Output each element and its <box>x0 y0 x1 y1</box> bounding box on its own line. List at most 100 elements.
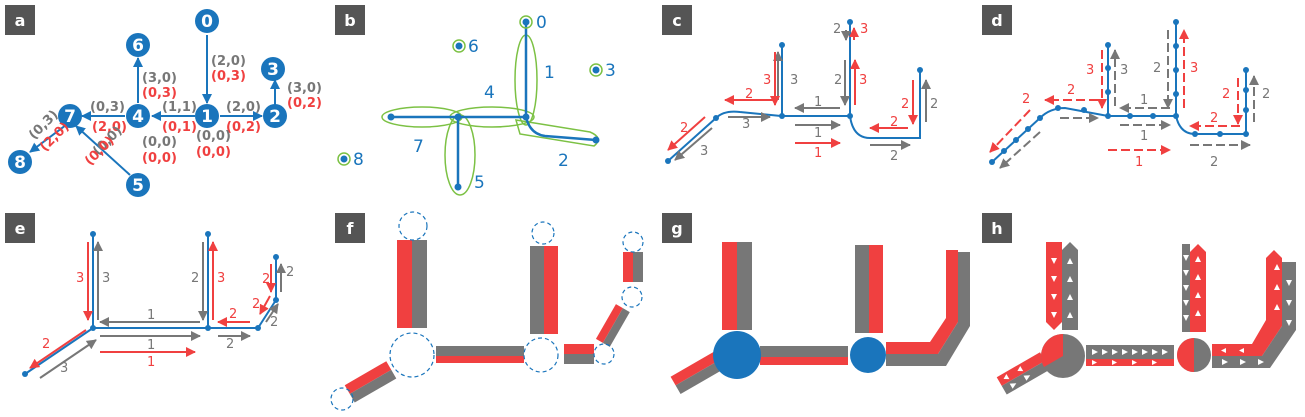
panel-letter-a: a <box>15 11 26 30</box>
group-label-4: 4 <box>484 83 495 103</box>
c-count-3c: 3 <box>790 73 798 88</box>
c-count-3f: 3 <box>860 22 868 37</box>
edge-label-2-3-red: (0,2) <box>287 96 322 111</box>
c-count-2d: 2 <box>833 22 841 37</box>
c-count-3d: 3 <box>763 73 771 88</box>
e-count-3a: 3 <box>60 361 68 376</box>
edge-label-1-self-gray: (0,0) <box>196 129 231 144</box>
c-count-2a: 2 <box>680 121 688 136</box>
group-label-1: 1 <box>544 63 555 83</box>
edge-label-4-5-gray: (0,0) <box>142 135 177 150</box>
node-3 <box>261 57 285 81</box>
node-3-label: 3 <box>267 60 279 80</box>
edge-label-2-3-gray: (3,0) <box>287 81 322 96</box>
e-count-2f: 2 <box>270 315 278 330</box>
panel-e-flows: 2 3 3 3 1 1 1 2 3 2 2 2 2 2 2 <box>22 231 294 379</box>
edge-label-1-self-red: (0,0) <box>196 145 231 160</box>
panel-d-flows: 2 2 3 3 1 1 1 2 3 2 2 2 2 <box>989 19 1270 170</box>
c-count-2g: 2 <box>901 97 909 112</box>
node-5 <box>126 173 150 197</box>
d-count-2f: 2 <box>1222 87 1230 102</box>
c-count-3e: 3 <box>859 73 867 88</box>
node-2-label: 2 <box>269 107 281 127</box>
e-count-1a: 1 <box>147 308 155 323</box>
c-count-2f: 2 <box>890 149 898 164</box>
e-count-2a: 2 <box>42 337 50 352</box>
edge-label-1-4-gray: (1,1) <box>162 100 197 115</box>
d-count-2d: 2 <box>1210 111 1218 126</box>
e-count-1c: 1 <box>147 355 155 370</box>
d-count-2e: 2 <box>1210 155 1218 170</box>
group-label-7: 7 <box>413 137 424 157</box>
panel-letter-g: g <box>671 219 682 238</box>
panel-g-bars <box>670 242 970 395</box>
edge-label-4-6-gray: (3,0) <box>142 71 177 86</box>
panel-letter-e: e <box>15 219 26 238</box>
node-5-label: 5 <box>132 176 144 196</box>
panel-letter-d: d <box>991 11 1002 30</box>
d-count-1b: 1 <box>1140 129 1148 144</box>
d-count-1a: 1 <box>1140 93 1148 108</box>
e-count-2b: 2 <box>191 271 199 286</box>
node-0-label: 0 <box>201 12 213 32</box>
e-count-2g: 2 <box>262 272 270 287</box>
node-8 <box>8 150 32 174</box>
panel-tag-a: a <box>5 5 35 35</box>
edge-label-4-7-red: (2,0) <box>92 120 127 135</box>
edge-label-1-2-gray: (2,0) <box>226 100 261 115</box>
d-count-2b: 2 <box>1067 83 1075 98</box>
edge-label-1-2-red: (0,2) <box>226 120 261 135</box>
node-6 <box>126 33 150 57</box>
panel-a-graph: 0 1 2 3 4 5 6 7 8 (2,0) (0,3) (2,0) (0,2… <box>8 9 322 197</box>
b-node-8-label: 8 <box>353 150 364 170</box>
panel-tag-e: e <box>5 213 35 243</box>
d-count-3a: 3 <box>1086 63 1094 78</box>
panel-letter-c: c <box>672 11 681 30</box>
c-count-2b: 2 <box>745 87 753 102</box>
node-1-label: 1 <box>201 107 213 127</box>
node-4 <box>126 104 150 128</box>
node-1 <box>195 104 219 128</box>
group-label-5: 5 <box>474 173 485 193</box>
b-node-0-label: 0 <box>536 13 547 33</box>
edge-label-4-7-gray: (0,3) <box>90 100 125 115</box>
e-count-2e: 2 <box>252 297 260 312</box>
group-ellipse-5 <box>444 114 476 196</box>
panel-letter-h: h <box>991 219 1002 238</box>
e-count-3d: 3 <box>217 271 225 286</box>
node-4-label: 4 <box>132 107 144 127</box>
panel-tag-d: d <box>982 5 1012 35</box>
e-count-2d: 2 <box>226 337 234 352</box>
panel-tag-h: h <box>982 213 1012 243</box>
node-7-label: 7 <box>64 107 76 127</box>
group-label-2: 2 <box>558 151 569 171</box>
d-count-3b: 3 <box>1120 63 1128 78</box>
c-count-1a: 1 <box>814 95 822 110</box>
edge-label-0-1-gray: (2,0) <box>211 54 246 69</box>
panel-tag-b: b <box>335 5 365 35</box>
edge-label-0-1-red: (0,3) <box>211 69 246 84</box>
node-6-label: 6 <box>132 36 144 56</box>
d-count-2c: 2 <box>1153 61 1161 76</box>
node-7 <box>58 104 82 128</box>
panel-c-flows: 3 2 3 2 3 3 1 1 1 2 3 2 3 2 2 2 2 <box>665 19 938 164</box>
edge-label-4-5-red: (0,0) <box>142 151 177 166</box>
c-count-2e: 2 <box>890 115 898 130</box>
node-8-label: 8 <box>14 153 26 173</box>
panel-tag-f: f <box>335 213 365 243</box>
node-2 <box>263 104 287 128</box>
c-count-3b: 3 <box>742 117 750 132</box>
c-count-2c: 2 <box>834 73 842 88</box>
c-count-1b: 1 <box>814 126 822 141</box>
e-count-3b: 3 <box>76 271 84 286</box>
panel-b-hypergraph: 0 3 6 8 1 2 4 5 7 <box>337 13 616 196</box>
edge-label-4-6-red: (0,3) <box>142 86 177 101</box>
d-count-2g: 2 <box>1262 87 1270 102</box>
d-count-2a: 2 <box>1022 92 1030 107</box>
e-count-1b: 1 <box>147 338 155 353</box>
e-count-3c: 3 <box>102 271 110 286</box>
d-count-3c: 3 <box>1190 61 1198 76</box>
node-0 <box>195 9 219 33</box>
panel-tag-g: g <box>662 213 692 243</box>
c-count-3a: 3 <box>700 144 708 159</box>
